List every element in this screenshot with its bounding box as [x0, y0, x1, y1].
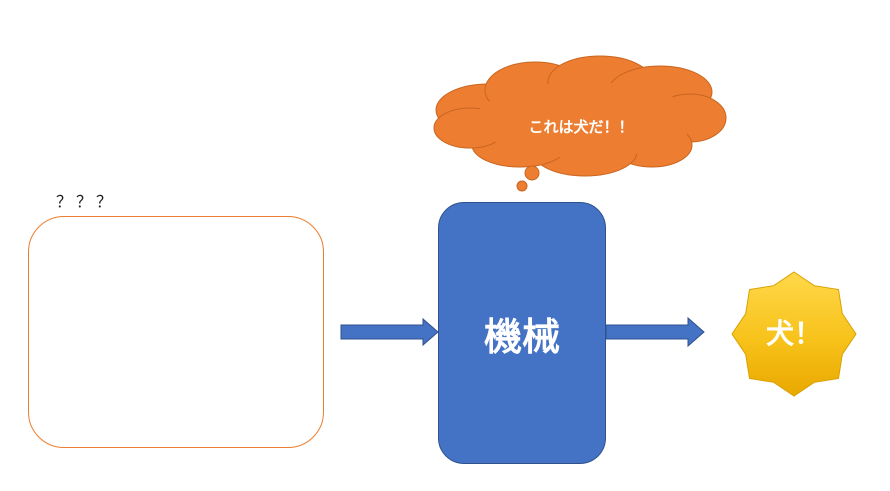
question-marks: ？？？: [56, 192, 117, 211]
machine-box: 機械: [438, 202, 606, 464]
thought-cloud-text: これは犬だ！！: [528, 118, 634, 136]
star-badge-icon: [731, 271, 857, 397]
input-image-frame: [28, 216, 324, 448]
arrow-to-machine: [340, 317, 439, 347]
arrow-to-result: [605, 316, 705, 348]
machine-label: 機械: [483, 314, 560, 359]
thought-cloud-icon: [433, 55, 727, 192]
result-label: 犬！: [765, 317, 822, 350]
